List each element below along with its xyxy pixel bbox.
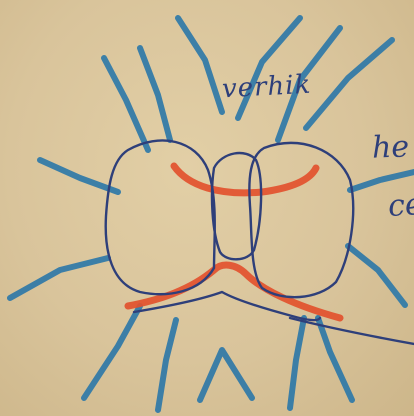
pointer-line <box>290 318 414 344</box>
stroke-bottom-1 <box>84 306 140 398</box>
central-body <box>212 153 261 259</box>
stroke-right-2 <box>348 246 405 305</box>
stroke-left-1 <box>40 160 118 192</box>
stroke-bottom-3 <box>200 350 252 400</box>
left-lobe <box>106 140 215 294</box>
right-lobe <box>249 143 353 297</box>
stroke-bottom-4 <box>290 318 304 408</box>
stroke-top-left-1 <box>178 18 222 112</box>
stroke-left-2 <box>10 258 108 298</box>
accent-lower-band <box>128 265 340 318</box>
handwritten-label-right-1: he <box>371 129 409 165</box>
handwritten-label-right-2: ce <box>387 187 414 224</box>
stroke-top-left-3 <box>104 58 148 150</box>
stroke-bottom-2 <box>158 320 176 410</box>
stroke-top-left-2 <box>140 48 170 140</box>
cell-outline <box>106 140 414 344</box>
handwritten-label-top: verhik <box>221 70 312 105</box>
accent-upper-arc <box>174 166 316 193</box>
